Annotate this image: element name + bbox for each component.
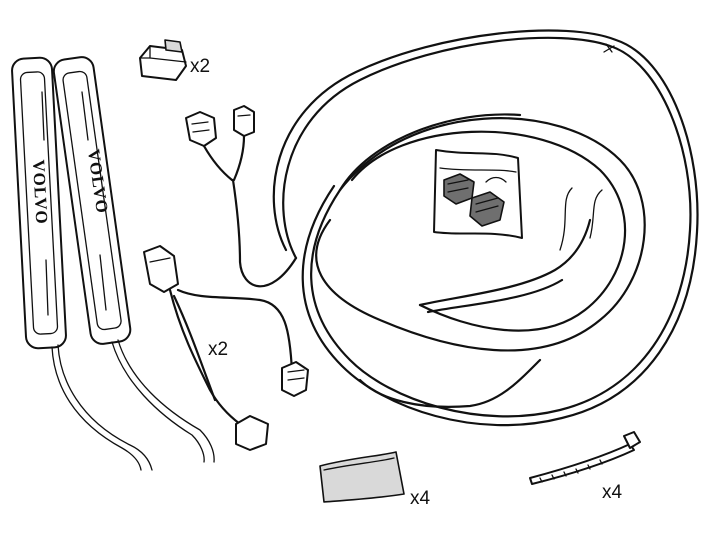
sensor-harness-quantity: x2 [208,339,228,360]
adhesive-pad-quantity: x4 [410,488,431,509]
connector-plug-quantity: x2 [190,56,210,77]
cable-tie [529,431,641,485]
harness-connectors [185,105,298,288]
sill-plate-right: VOLVO [52,56,215,463]
sensor-harness [143,245,309,451]
connector-plug [139,39,187,81]
adhesive-pad [319,451,405,503]
sill-plate-left-logo: VOLVO [29,159,51,225]
cable-tie-quantity: x4 [602,482,623,503]
sill-plate-left: VOLVO [11,56,153,471]
cable-coil [272,29,699,427]
connector-bag [433,149,523,239]
